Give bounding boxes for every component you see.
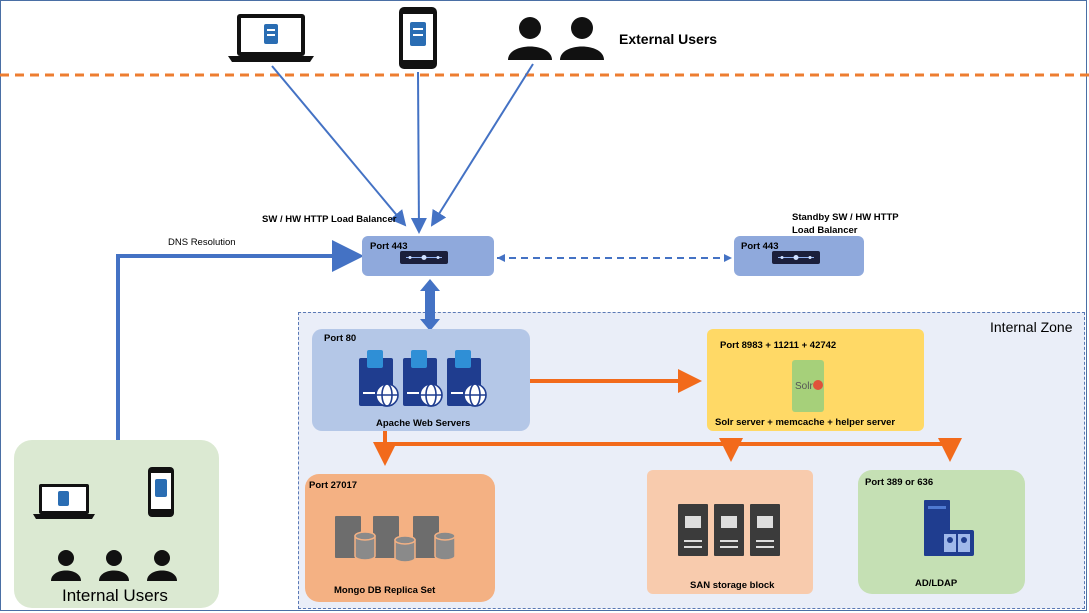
web-server-icon — [359, 350, 487, 407]
person-icon — [51, 550, 81, 581]
dns-resolution-label: DNS Resolution — [168, 237, 236, 248]
ldap-port-label: Port 389 or 636 — [865, 477, 934, 488]
storage-icon — [678, 504, 780, 556]
laptop-icon — [228, 14, 314, 62]
lb-title: SW / HW HTTP Load Balancer — [262, 214, 397, 225]
standby-lb-title-line1: Standby SW / HW HTTP — [792, 212, 899, 223]
san-label: SAN storage block — [690, 580, 775, 591]
person-icon — [560, 17, 604, 60]
mongo-port-label: Port 27017 — [309, 480, 358, 491]
solr-logo-text: Solr — [795, 381, 813, 392]
web-servers-port-label: Port 80 — [324, 333, 357, 344]
database-icon — [335, 516, 456, 563]
laptop-to-lb-line — [271, 65, 407, 227]
standby-lb-title-line2: Load Balancer — [792, 225, 858, 236]
load-balancer-icon — [772, 251, 820, 264]
ldap-label: AD/LDAP — [915, 578, 958, 589]
lb-port-label: Port 443 — [370, 241, 408, 252]
solr-logo-icon — [813, 380, 823, 390]
solr-port-label: Port 8983 + 11211 + 42742 — [720, 340, 837, 351]
directory-server-icon — [924, 500, 974, 556]
laptop-icon — [33, 484, 95, 519]
load-balancer-icon — [400, 251, 448, 264]
solr-label: Solr server + memcache + helper server — [715, 417, 896, 428]
users-to-lb-line — [430, 63, 534, 227]
person-icon — [147, 550, 177, 581]
person-icon — [99, 550, 129, 581]
lb-web-double-arrow — [420, 279, 440, 331]
phone-icon — [399, 7, 437, 69]
internal-zone-label: Internal Zone — [990, 319, 1073, 335]
distribution-bar — [383, 430, 952, 458]
mongo-label: Mongo DB Replica Set — [334, 585, 436, 596]
internal-users-label: Internal Users — [62, 586, 168, 605]
phone-icon — [148, 467, 174, 517]
phone-to-lb-line — [410, 71, 427, 234]
web-servers-label: Apache Web Servers — [376, 418, 471, 429]
standby-lb-port-label: Port 443 — [741, 241, 779, 252]
external-users-label: External Users — [619, 31, 718, 47]
dns-resolution-line — [116, 240, 364, 440]
person-icon — [508, 17, 552, 60]
